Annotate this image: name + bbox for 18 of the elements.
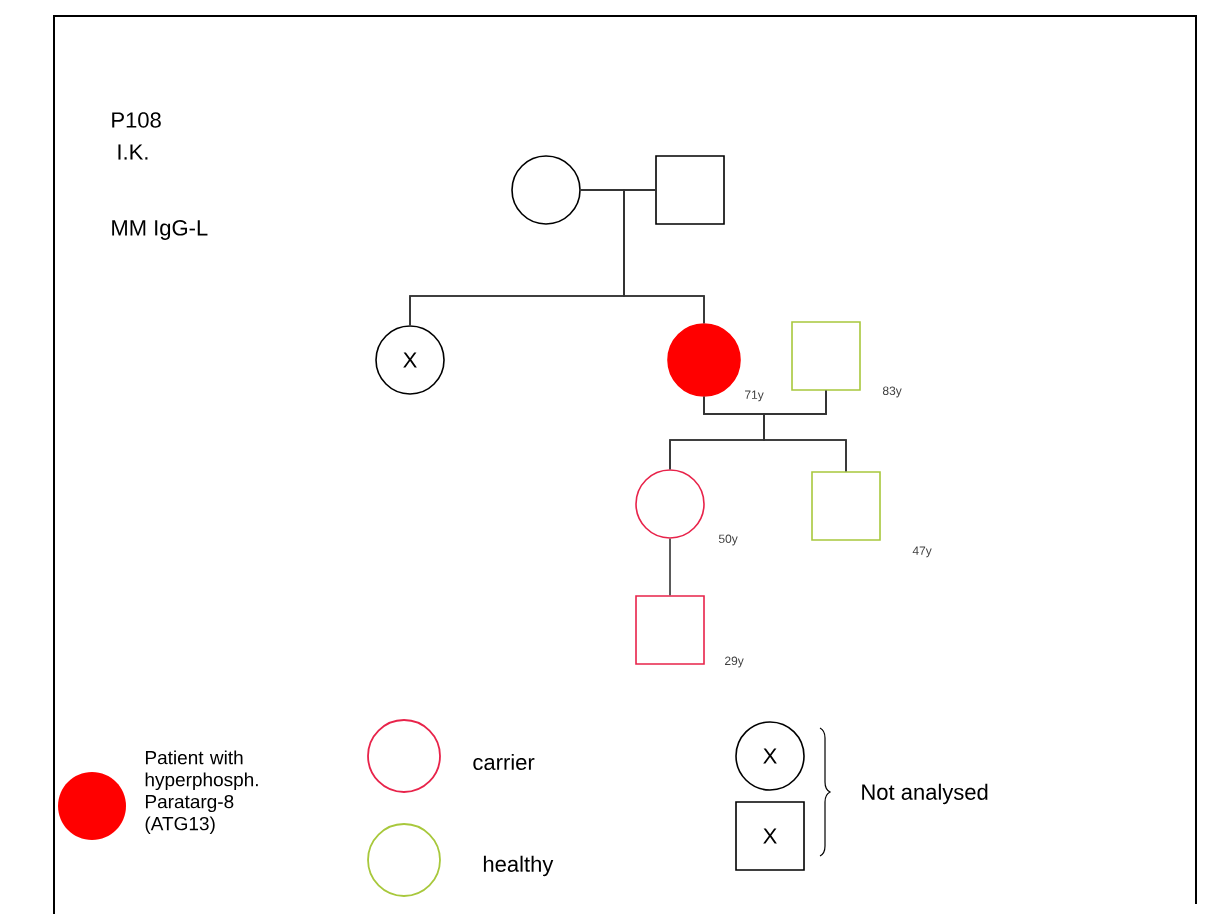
pedigree-circle — [635, 469, 705, 539]
pedigree-square — [655, 155, 725, 225]
legend-text: carrier — [473, 753, 535, 771]
patient-label: P108 — [112, 112, 161, 128]
patient-label: MM IgG-L — [112, 220, 208, 240]
pedigree-square — [811, 471, 881, 541]
legend-text: Patient with hyperphosph. Paratarg-8 (ATG13) — [145, 750, 258, 835]
pedigree-square — [635, 595, 705, 665]
pedigree-square — [791, 321, 861, 391]
pedigree-circle — [511, 155, 581, 225]
pedigree-line — [669, 538, 671, 596]
pedigree-line — [623, 189, 705, 324]
legend-text: Not analysed — [862, 783, 988, 805]
pedigree-line — [763, 389, 847, 472]
patient-label: I.K. — [118, 144, 148, 160]
pedigree-circle — [667, 323, 741, 397]
legend-text: healthy — [483, 855, 554, 877]
pedigree-square: X — [735, 801, 805, 871]
